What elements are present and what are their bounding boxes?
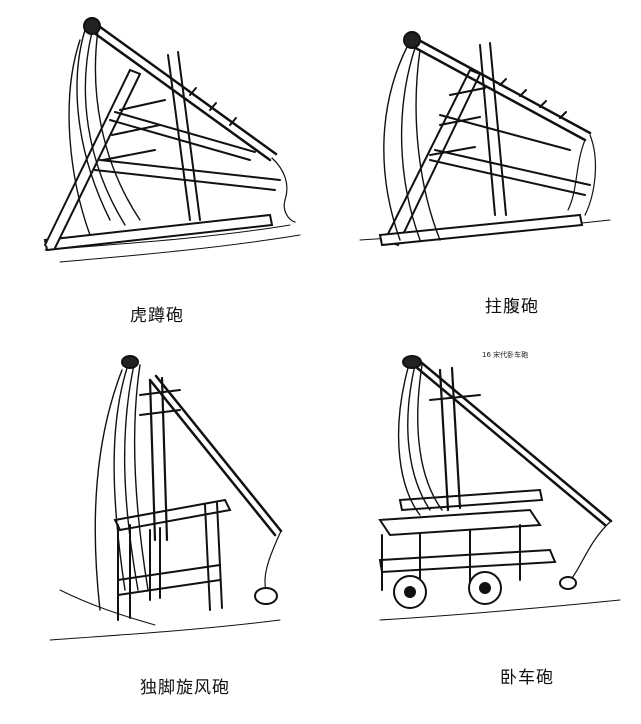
trebuchet-illustration-2 xyxy=(320,0,641,300)
figure-caption: 独脚旋风砲 xyxy=(140,678,230,698)
trebuchet-illustration-4 xyxy=(320,340,641,640)
figure-caption: 虎蹲砲 xyxy=(130,306,184,326)
figure-zhu-fu-pao: 拄腹砲 xyxy=(320,0,641,340)
figure-caption: 拄腹砲 xyxy=(485,297,539,317)
trebuchet-illustration-1 xyxy=(0,0,320,300)
figure-note: 16 宋代卧车砲 xyxy=(482,351,529,359)
figure-hu-dun-pao: 虎蹲砲 xyxy=(0,0,320,340)
trebuchet-illustration-3 xyxy=(0,340,320,660)
figure-caption: 卧车砲 xyxy=(500,668,554,688)
figure-du-jiao-xuan-feng-pao: 独脚旋风砲 xyxy=(0,340,320,724)
figure-wo-che-pao: 16 宋代卧车砲 卧车砲 xyxy=(320,340,641,724)
